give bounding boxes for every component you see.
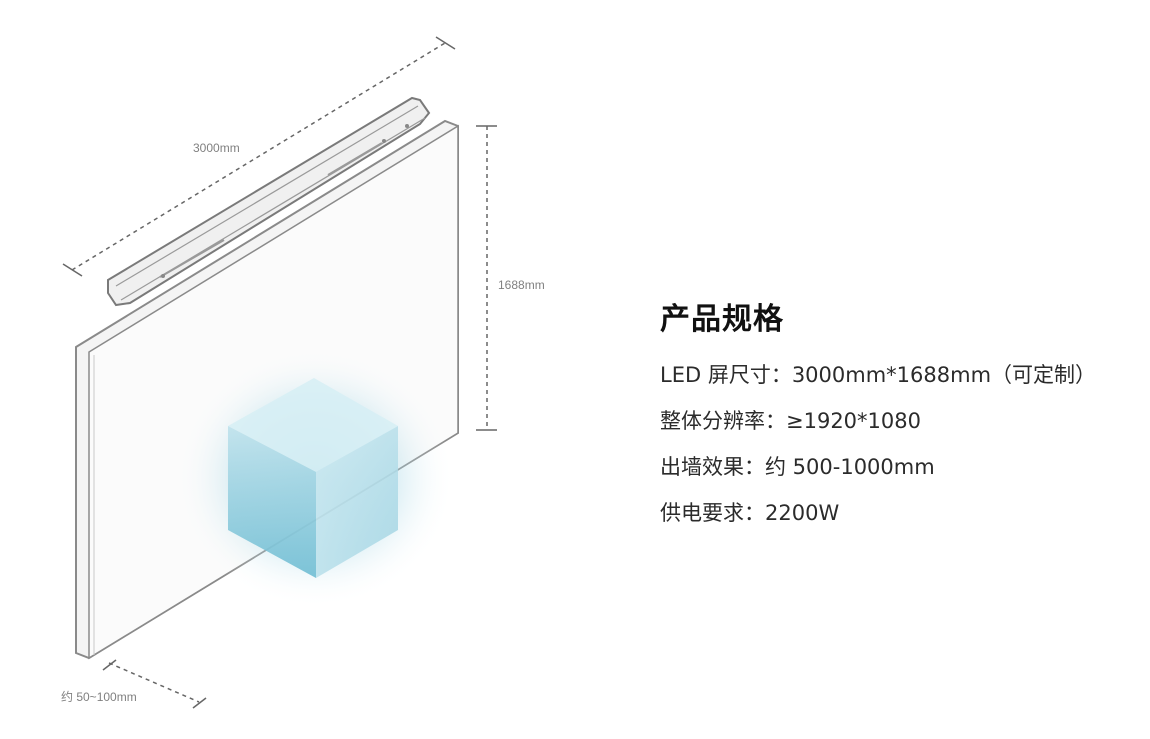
specs-panel: 产品规格 LED 屏尺寸：3000mm*1688mm（可定制） 整体分辨率：≥1…: [660, 294, 1130, 536]
spec-protrusion: 出墙效果：约 500-1000mm: [660, 455, 935, 479]
depth-dimension: [102, 659, 207, 709]
width-dimension: [62, 36, 456, 277]
product-diagram: [62, 36, 497, 709]
height-dimension: [476, 125, 497, 431]
width-label: 3000mm: [193, 141, 240, 155]
depth-label: 约 50~100mm: [61, 690, 137, 704]
spec-screen-size: LED 屏尺寸：3000mm*1688mm（可定制）: [660, 363, 1097, 387]
hologram-cube: [175, 348, 455, 608]
spec-resolution: 整体分辨率：≥1920*1080: [660, 409, 921, 433]
height-label: 1688mm: [498, 278, 545, 292]
spec-power: 供电要求：2200W: [660, 501, 840, 525]
specs-title: 产品规格: [660, 302, 784, 337]
light-bar: [107, 96, 431, 307]
specs-list: LED 屏尺寸：3000mm*1688mm（可定制） 整体分辨率：≥1920*1…: [660, 352, 1130, 536]
